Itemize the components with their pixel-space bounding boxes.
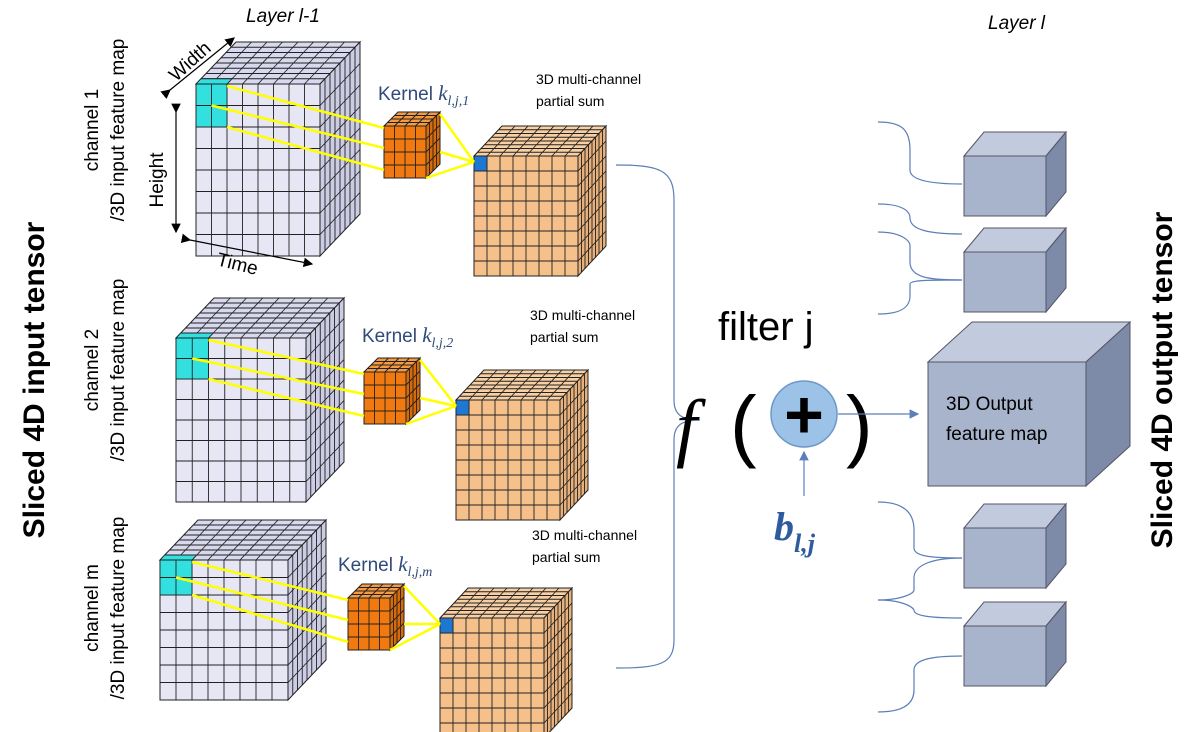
braces-layer	[615, 121, 963, 713]
psum-cube-1	[472, 124, 608, 278]
kernel-2-text: Kernel	[362, 326, 422, 347]
axis-height-label: Height	[147, 152, 168, 208]
channel-m-line2: /3D input feature map	[108, 517, 129, 700]
kernel-label-m: Kernel kl,j,m	[338, 552, 432, 580]
projection-line-1-3	[211, 104, 385, 150]
output-label-line2: feature map	[946, 424, 1047, 445]
projection-line-1-2	[226, 125, 385, 172]
channel-label-1: channel 1 /3D input feature map	[82, 39, 129, 222]
input-cube-1	[194, 40, 362, 258]
projection-line-1-1	[226, 84, 385, 130]
output-brace-7	[877, 557, 963, 601]
output-brace-8	[877, 655, 963, 713]
psum-m-line2: partial sum	[532, 549, 600, 565]
layer-curr-label: Layer l	[988, 13, 1046, 34]
kernel-label-1: Kernel kl,j,1	[378, 81, 469, 109]
sum-circle	[770, 380, 838, 448]
layer-prev-label: Layer l-1	[246, 6, 320, 27]
kernel-m-text: Kernel	[338, 555, 398, 576]
output-cube-bottom-2	[962, 600, 1068, 688]
bias-label: bl,j	[774, 504, 816, 558]
output-brace-3	[877, 231, 963, 281]
kernel-line-m-1	[403, 585, 441, 625]
filter-title: filter j	[718, 305, 814, 349]
bias-subscript: l,j	[794, 529, 816, 558]
axis-time-arrow	[180, 233, 314, 268]
psum-cube-m	[438, 586, 574, 732]
output-label-line1: 3D Output	[946, 394, 1033, 415]
kernel-cube-2	[362, 356, 422, 426]
output-cube-top-2	[962, 226, 1068, 314]
kernel-line-1-1	[438, 113, 476, 163]
input-tensor-title: Sliced 4D input tensor	[18, 221, 51, 538]
output-feature-map-cube: 3D Output feature map	[926, 320, 1132, 488]
input-brace	[615, 164, 701, 669]
kernel-1-symbol: k	[438, 81, 448, 105]
activation-function-symbol: f	[676, 385, 706, 469]
output-tensor-title: Sliced 4D output tensor	[1146, 211, 1179, 548]
psum-2-line2: partial sum	[530, 329, 598, 345]
kernel-line-1-3	[425, 160, 475, 180]
output-brace-5	[877, 501, 963, 559]
psum-cube-2	[454, 368, 590, 522]
kernel-1-subscript: l,j,1	[448, 94, 470, 109]
kernel-2-subscript: l,j,2	[432, 336, 454, 351]
kernel-m-subscript: l,j,m	[408, 565, 433, 580]
kernel-2-symbol: k	[422, 323, 432, 347]
kernel-m-symbol: k	[398, 552, 408, 576]
psum-1-line1: 3D multi-channel	[536, 71, 641, 87]
channel-label-2: channel 2 /3D input feature map	[82, 279, 129, 462]
kernel-line-1-2	[439, 150, 475, 164]
outputs-layer	[962, 130, 1068, 688]
output-cube-top-1	[962, 130, 1068, 218]
kernel-line-2-2	[419, 396, 457, 408]
bias-symbol: b	[774, 504, 794, 549]
cubes-layer	[158, 40, 608, 732]
projection-line-2-2	[208, 377, 365, 418]
input-cube-2	[174, 296, 346, 504]
channel-2-line2: /3D input feature map	[108, 279, 129, 462]
kernel-1-text: Kernel	[378, 84, 438, 105]
projection-line-2-1	[208, 338, 365, 376]
psum-m-line1: 3D multi-channel	[532, 527, 637, 543]
output-brace-4	[877, 279, 963, 315]
close-paren: )	[846, 380, 873, 469]
axis-width-arrow	[160, 37, 235, 100]
kernel-cube-1	[382, 110, 442, 180]
input-cube-m	[158, 518, 328, 702]
kernel-line-m-3	[389, 622, 441, 652]
plus-icon: +	[784, 377, 824, 453]
channel-1-line1: channel 1	[82, 89, 103, 171]
projection-line-m-1	[191, 560, 349, 602]
kernel-line-2-3	[405, 404, 457, 426]
output-brace-6	[877, 599, 963, 619]
channel-1-line2: /3D input feature map	[108, 39, 129, 222]
psum-2-line1: 3D multi-channel	[530, 307, 635, 323]
arrows-layer	[175, 84, 476, 652]
output-brace-2	[877, 203, 963, 235]
channel-2-line1: channel 2	[82, 329, 103, 411]
projection-line-m-3	[175, 576, 349, 622]
kernel-line-2-1	[419, 359, 457, 407]
projection-line-2-3	[191, 357, 365, 396]
psum-1-line2: partial sum	[536, 93, 604, 109]
kernel-cube-m	[346, 582, 406, 652]
open-paren: (	[730, 380, 757, 469]
channel-m-line1: channel m	[82, 564, 103, 652]
projection-line-m-2	[191, 593, 349, 644]
channel-label-m: channel m /3D input feature map	[82, 517, 129, 700]
kernel-label-2: Kernel kl,j,2	[362, 323, 453, 351]
output-cube-bottom-1	[962, 502, 1068, 590]
output-brace-1	[877, 121, 963, 185]
